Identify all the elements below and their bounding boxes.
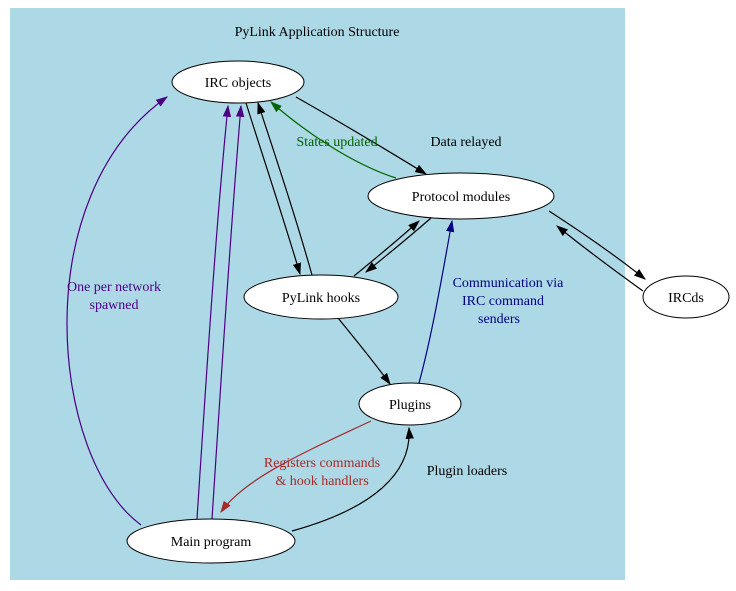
node-plugins-label: Plugins [389, 398, 431, 413]
edge-plugins-to-protocol [418, 219, 455, 384]
edge-irc-to-protocol [295, 96, 428, 175]
edge-label-data-relayed: Data relayed [430, 135, 501, 150]
edge-ircds-to-protocol [556, 225, 644, 292]
edge-label-states-updated: States updated [296, 135, 377, 150]
edge-label-communication-line3: senders [478, 312, 520, 327]
edge-main-to-irc-a [196, 104, 232, 520]
node-pylink-hooks: PyLink hooks [243, 274, 399, 320]
node-main-program-shape [126, 518, 296, 564]
node-irc-objects: IRC objects [171, 60, 305, 104]
node-main-program: Main program [126, 518, 296, 564]
diagram-title: PyLink Application Structure [235, 25, 400, 40]
edge-main-to-irc-b [211, 104, 245, 520]
node-protocol-modules-shape [367, 172, 555, 220]
node-main-program-label: Main program [171, 535, 252, 550]
edge-protocol-to-ircds [548, 210, 646, 280]
edge-label-one-per-network-line2: spawned [90, 298, 139, 313]
edge-plugins-to-main [220, 420, 372, 513]
node-irc-objects-shape [171, 60, 305, 104]
edge-protocol-to-irc [270, 101, 397, 179]
edge-label-registers-line2: & hook handlers [275, 474, 368, 489]
edge-main-to-irc-outer [66, 96, 168, 526]
node-pylink-hooks-shape [243, 274, 399, 320]
edge-main-to-plugins [291, 426, 414, 532]
edge-hooks-to-protocol [353, 220, 420, 277]
node-pylink-hooks-label: PyLink hooks [282, 291, 360, 306]
node-irc-objects-label: IRC objects [205, 76, 272, 91]
edge-label-communication-line2: IRC command [462, 294, 544, 309]
node-plugins-shape [358, 382, 462, 426]
node-ircds-label: IRCds [668, 291, 704, 306]
edge-irc-to-hooks [245, 102, 301, 276]
node-protocol-modules: Protocol modules [367, 172, 555, 220]
edge-protocol-to-hooks [365, 217, 432, 273]
edge-label-communication-line1: Communication via [453, 276, 565, 291]
node-ircds-shape [642, 275, 730, 319]
node-ircds: IRCds [642, 275, 730, 319]
edge-hooks-to-irc [257, 101, 313, 276]
edge-label-registers-line1: Registers commands [264, 456, 380, 471]
edge-label-plugin-loaders: Plugin loaders [427, 464, 508, 479]
node-plugins: Plugins [358, 382, 462, 426]
node-protocol-modules-label: Protocol modules [412, 190, 510, 205]
edge-label-one-per-network-line1: One per network [67, 280, 161, 295]
edge-hooks-to-plugins [337, 317, 391, 385]
